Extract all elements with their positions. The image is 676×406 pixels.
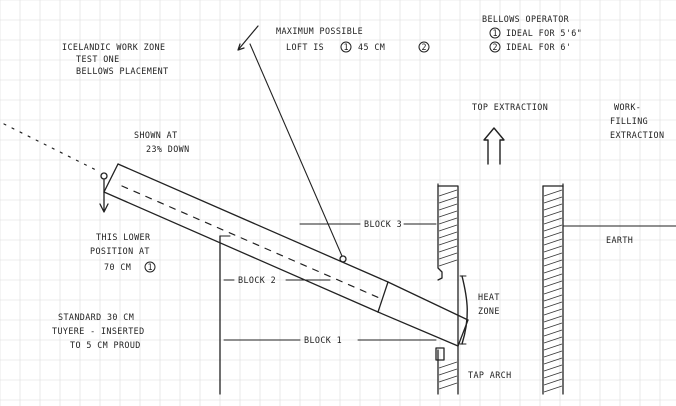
max-loft-circled-a: 1 [344,42,349,52]
tap-arch-label: TAP ARCH [468,370,512,380]
hatch-stroke [543,301,563,309]
work-zone-arrow-icon [237,25,259,51]
shown-at-note: SHOWN AT 23% DOWN [134,130,190,154]
hatch-stroke [543,329,563,337]
heat-zone-line-1: HEAT [478,292,500,302]
hatch-stroke [438,382,458,390]
hatch-stroke [543,210,563,218]
loft-pointer-line [249,43,343,257]
up-arrow-icon [483,127,505,165]
tuyere-line-2: TUYERE - INSERTED [52,326,145,336]
earth-label: EARTH [606,235,633,245]
hatch-stroke [543,378,563,386]
down-arrow-icon [99,179,109,213]
hatch-stroke [438,217,458,225]
hatch-stroke [543,266,563,274]
hatch-stroke [543,203,563,211]
hatch-stroke [438,196,458,204]
operator-2-circled: 2 [493,42,498,52]
hatch-stroke [543,287,563,295]
lower-position-line-2: POSITION AT [90,246,150,256]
hatch-stroke [543,273,563,281]
bellows-tube [100,163,469,347]
hatch-stroke [543,315,563,323]
hatch-stroke [438,259,458,267]
operator-2-text: IDEAL FOR 6' [506,42,571,52]
tuyere-line-3: TO 5 CM PROUD [70,340,141,350]
max-loft-value: 45 CM [358,42,385,52]
lower-position-circled: 1 [148,262,153,272]
hatch-stroke [438,375,458,383]
shown-at-line-2: 23% DOWN [146,144,190,154]
hatch-stroke [543,280,563,288]
max-loft-line-1: MAXIMUM POSSIBLE [276,26,363,36]
lower-position-line-1: THIS LOWER [96,232,151,242]
work-filling-note: WORK- FILLING EXTRACTION [610,102,664,140]
hatch-stroke [543,343,563,351]
hatch-stroke [438,245,458,253]
hatch-stroke [543,259,563,267]
hatch-stroke [543,322,563,330]
hatch-stroke [543,385,563,393]
hatch-stroke [438,203,458,211]
hatch-stroke [543,252,563,260]
block2-label: BLOCK 2 [238,275,276,285]
hatch-stroke [543,364,563,372]
bellows-operator-title: BELLOWS OPERATOR [482,14,570,24]
hatch-stroke [543,196,563,204]
max-loft-line-2-prefix: LOFT IS [286,42,324,52]
hatch-stroke [543,357,563,365]
hatch-stroke [438,252,458,260]
hatch-stroke [543,245,563,253]
hatch-stroke [438,189,458,197]
hatch-stroke [438,368,458,376]
hatch-stroke [543,336,563,344]
operator-1-circled: 1 [493,28,498,38]
hatch-stroke [543,294,563,302]
heat-zone-line-2: ZONE [478,306,500,316]
hatch-stroke [543,189,563,197]
dotted-guide-line [3,123,101,173]
work-zone-line-2: TEST ONE [76,54,120,64]
hatch-stroke [543,308,563,316]
work-zone-note: ICELANDIC WORK ZONE TEST ONE BELLOWS PLA… [62,42,169,76]
hatch-stroke [543,224,563,232]
block1-label: BLOCK 1 [304,335,342,345]
hatch-stroke [543,371,563,379]
work-filling-line-1: WORK- [614,102,641,112]
work-filling-line-3: EXTRACTION [610,130,664,140]
right-wall-hatching [543,189,563,393]
hatch-stroke [438,361,458,369]
operator-1-text: IDEAL FOR 5'6" [506,28,582,38]
hatch-stroke [438,224,458,232]
work-zone-line-3: BELLOWS PLACEMENT [76,66,169,76]
hatch-stroke [543,350,563,358]
top-extraction-label: TOP EXTRACTION [472,102,548,112]
bellows-operator-note: BELLOWS OPERATOR 1 IDEAL FOR 5'6" 2 IDEA… [482,14,582,53]
hatch-stroke [543,231,563,239]
max-loft-note: MAXIMUM POSSIBLE LOFT IS 1 45 CM 2 [276,26,430,53]
tuyere-line-1: STANDARD 30 CM [58,312,134,322]
work-filling-line-2: FILLING [610,116,648,126]
furnace-stack [435,183,564,395]
left-wall-hatching [438,189,458,390]
standard-tuyere-note: STANDARD 30 CM TUYERE - INSERTED TO 5 CM… [52,312,145,350]
shown-at-line-1: SHOWN AT [134,130,178,140]
hatch-stroke [438,238,458,246]
hatch-stroke [543,217,563,225]
max-loft-circled-b: 2 [422,42,427,52]
heat-zone-note: HEAT ZONE [478,292,500,316]
hatch-stroke [438,231,458,239]
hatch-stroke [543,238,563,246]
work-zone-line-1: ICELANDIC WORK ZONE [62,42,165,52]
hatch-stroke [438,210,458,218]
lower-position-note: THIS LOWER POSITION AT 70 CM 1 [90,232,156,273]
lower-position-value: 70 CM [104,262,131,272]
block3-label: BLOCK 3 [364,219,402,229]
